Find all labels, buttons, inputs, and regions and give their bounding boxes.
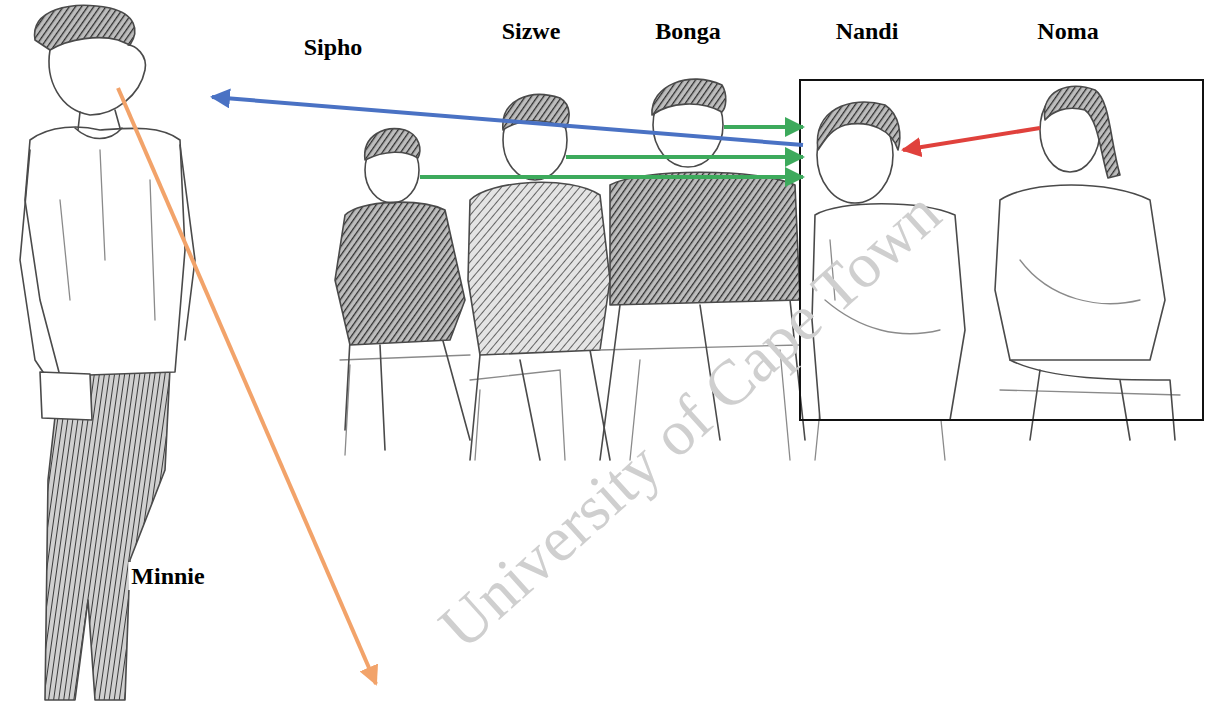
person-figure: Sizwe	[502, 98, 566, 182]
arm	[1020, 260, 1140, 304]
shirt-collar	[75, 128, 122, 139]
gaze-arrow	[566, 155, 803, 159]
person-figure: Sipho	[364, 135, 420, 207]
shirt	[995, 185, 1165, 360]
arm-right	[180, 145, 195, 340]
standing-figure	[20, 5, 195, 700]
shirt	[335, 202, 465, 345]
person-figure: Bonga	[652, 82, 724, 168]
gaze-arrow	[903, 128, 1040, 150]
gaze-arrow	[420, 175, 803, 179]
hair	[35, 5, 135, 50]
gaze-arrow	[212, 97, 803, 145]
person-figure: Noma	[1040, 86, 1102, 174]
gaze-arrow	[118, 88, 376, 684]
shirt	[610, 172, 800, 305]
shirt	[468, 182, 610, 355]
person-name: Bonga	[652, 17, 723, 45]
person-name: Nandi	[833, 17, 902, 45]
hair	[1044, 86, 1120, 178]
person-figure: Minnie	[10, 8, 212, 700]
legs	[1010, 360, 1175, 440]
person-name: Sipho	[301, 33, 366, 61]
legs	[345, 330, 470, 450]
arm-left	[20, 150, 55, 390]
seated-figure	[468, 95, 610, 460]
chair	[470, 370, 565, 460]
legs	[470, 350, 610, 460]
hair	[365, 129, 420, 160]
person-name: Sizwe	[499, 17, 564, 45]
seated-figure	[995, 86, 1180, 440]
person-name: Noma	[1034, 17, 1101, 45]
person-figure: Nandi	[803, 105, 903, 205]
shirt	[25, 127, 185, 376]
hair	[817, 102, 899, 150]
watermark: University of Cape Town	[425, 176, 955, 664]
face	[49, 45, 145, 115]
held-book	[40, 372, 92, 420]
gaze-arrow	[724, 125, 803, 129]
chair	[1000, 390, 1180, 395]
hair	[652, 79, 726, 115]
shirt-folds	[60, 150, 155, 320]
person-name: Minnie	[128, 562, 207, 590]
